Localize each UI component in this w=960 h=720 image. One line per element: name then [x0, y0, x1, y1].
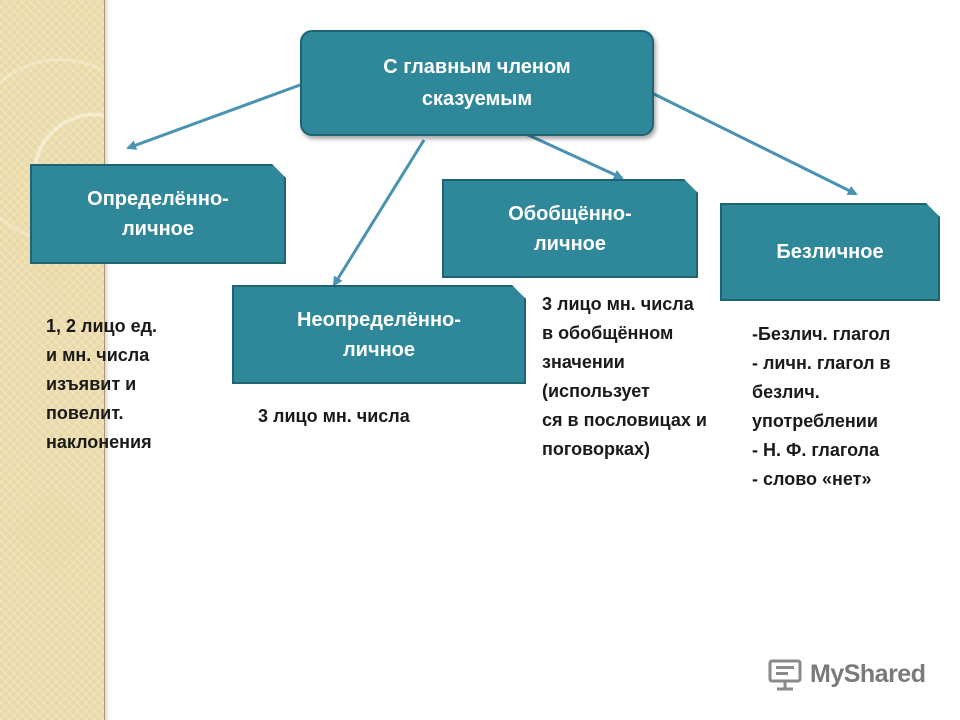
indefinite-personal-line-1: Неопределённо-	[297, 308, 461, 331]
note-line: повелит.	[46, 403, 124, 423]
watermark-text: MyShared	[810, 659, 926, 688]
generalized-personal-box: Обобщённо- личное	[442, 179, 698, 278]
indefinite-personal-box: Неопределённо- личное	[232, 285, 526, 384]
generalized-personal-note: 3 лицо мн. числа в обобщённом значении (…	[542, 290, 707, 464]
indefinite-personal-note: 3 лицо мн. числа	[258, 402, 410, 431]
definite-personal-note: 1, 2 лицо ед. и мн. числа изъявит и пове…	[46, 312, 157, 457]
generalized-personal-line-1: Обобщённо-	[508, 202, 632, 225]
note-line: -Безлич. глагол	[752, 324, 891, 344]
indefinite-personal-line-2: личное	[342, 338, 415, 361]
note-line: (использует	[542, 381, 650, 401]
note-line: и мн. числа	[46, 345, 150, 365]
note-line: изъявит и	[46, 374, 137, 394]
generalized-personal-line-2: личное	[533, 232, 606, 255]
note-line: наклонения	[46, 432, 152, 452]
arrow-to-definite	[126, 83, 301, 150]
note-line: употреблении	[752, 411, 878, 431]
note-line: поговорках)	[542, 439, 650, 459]
watermark-logo: MyShared	[768, 656, 926, 692]
decorative-side-strip	[0, 0, 105, 720]
definite-personal-line-1: Определённо-	[87, 188, 229, 210]
root-node-line-2: сказуемым	[421, 88, 533, 110]
note-line: ся в пословицах и	[542, 410, 707, 430]
presentation-board-icon	[768, 659, 802, 691]
note-line: - слово «нет»	[752, 469, 872, 489]
note-line: 1, 2 лицо ед.	[46, 316, 158, 336]
note-line: значении	[542, 352, 625, 372]
note-line: в обобщённом	[542, 323, 674, 343]
note-line: - Н. Ф. глагола	[752, 440, 880, 460]
impersonal-box: Безличное	[720, 203, 940, 301]
note-line: 3 лицо мн. числа	[258, 406, 410, 426]
root-node-line-1: С главным членом	[383, 56, 571, 78]
impersonal-line-1: Безличное	[776, 241, 884, 263]
root-node-box: С главным членом сказуемым	[300, 30, 654, 136]
note-line: 3 лицо мн. числа	[542, 294, 694, 314]
note-line: безлич.	[752, 382, 820, 402]
side-strip-shadow	[104, 0, 110, 720]
definite-personal-line-2: личное	[121, 218, 194, 240]
arrow-to-generalized	[525, 132, 624, 180]
note-line: - личн. глагол в	[752, 353, 891, 373]
arrow-to-indefinite	[332, 139, 426, 287]
definite-personal-box: Определённо- личное	[30, 164, 286, 264]
impersonal-note: -Безлич. глагол - личн. глагол в безлич.…	[752, 320, 891, 494]
arrow-to-impersonal	[653, 92, 858, 196]
